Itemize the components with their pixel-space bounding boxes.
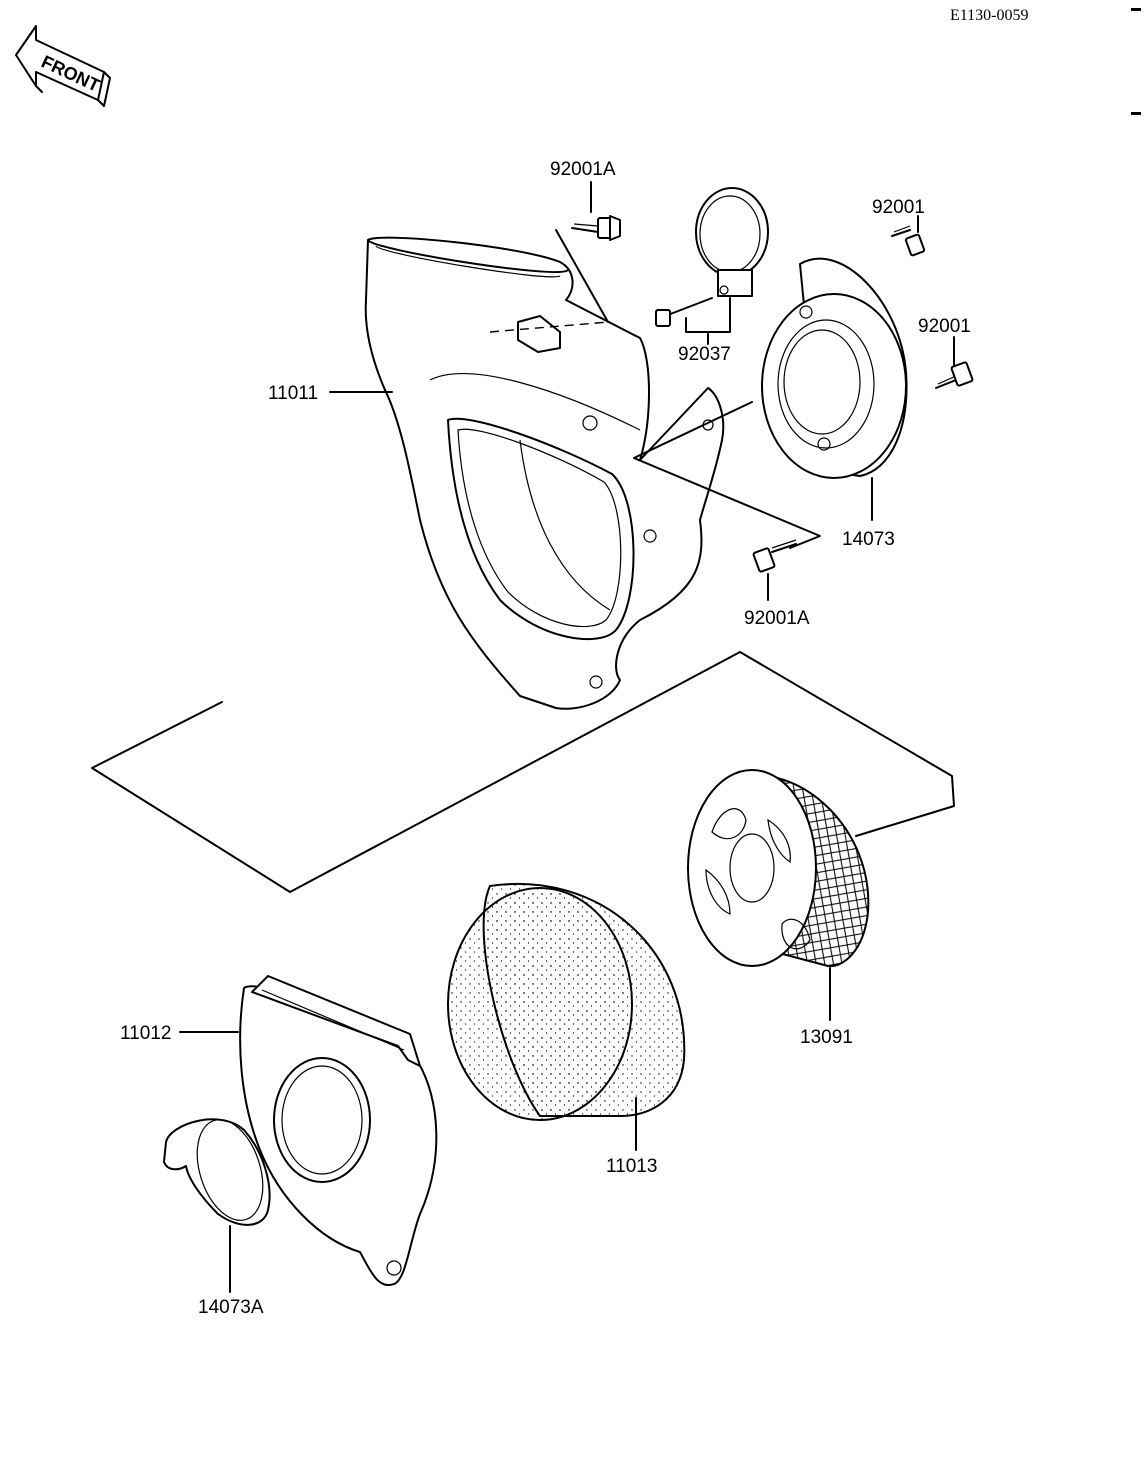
label-11012: 11012 <box>120 1023 171 1044</box>
label-92001A-top: 92001A <box>550 159 616 180</box>
label-11013: 11013 <box>606 1156 657 1177</box>
edge-mark <box>1131 8 1141 11</box>
bolt-icon <box>752 539 797 573</box>
front-arrow-icon: FRONT <box>15 25 111 107</box>
edge-mark <box>1131 112 1141 115</box>
rubber-sleeve <box>163 1118 271 1226</box>
bolt-icon <box>891 225 926 257</box>
label-14073: 14073 <box>842 529 895 550</box>
label-92001-a: 92001 <box>872 197 925 218</box>
label-13091: 13091 <box>800 1027 853 1048</box>
label-92037: 92037 <box>678 344 731 365</box>
filter-element <box>687 769 870 968</box>
band-clamp <box>655 187 769 327</box>
diagram-code: E1130-0059 <box>950 7 1029 24</box>
label-11011: 11011 <box>268 383 318 404</box>
label-92001A-bottom: 92001A <box>744 608 810 629</box>
foam-filter <box>447 883 686 1121</box>
label-14073A: 14073A <box>198 1297 264 1318</box>
bolt-icon <box>935 361 974 389</box>
air-cleaner-cover <box>239 975 438 1287</box>
air-cleaner-housing <box>364 236 725 710</box>
bolt-icon <box>489 215 621 333</box>
label-92001-b: 92001 <box>918 316 971 337</box>
intake-duct <box>761 257 908 479</box>
